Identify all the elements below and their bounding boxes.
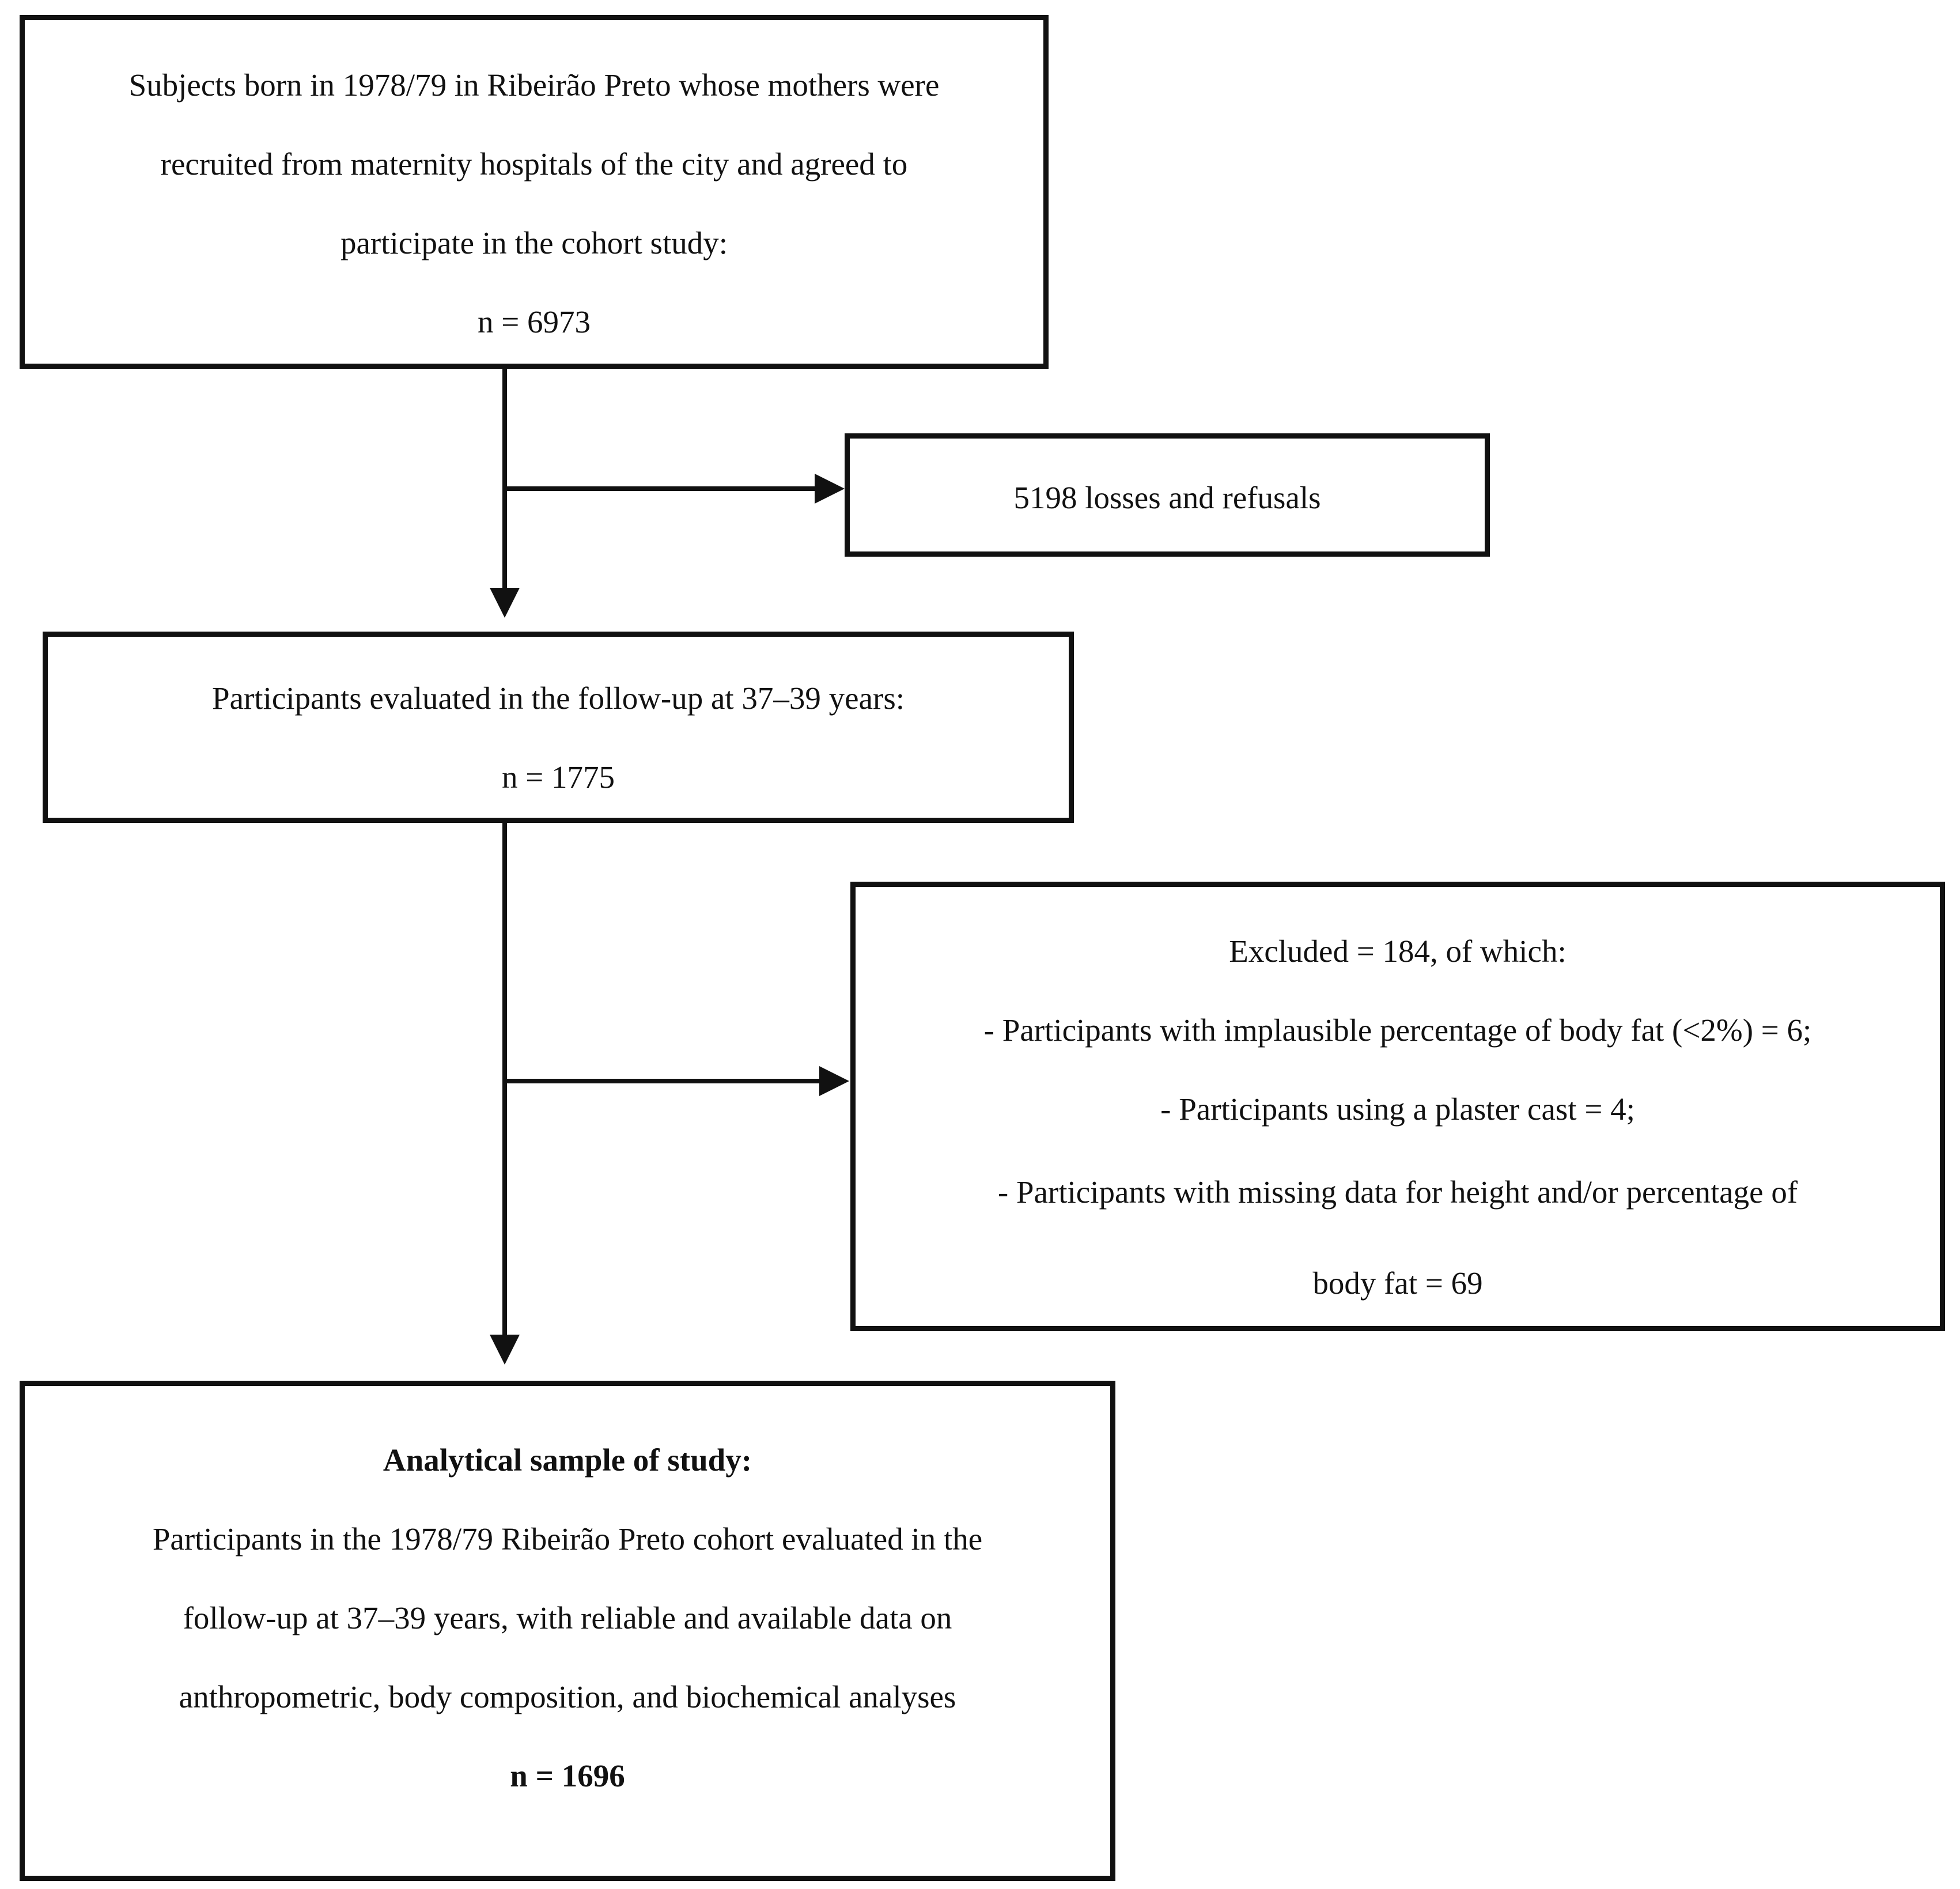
analytical-text-line-1: Participants in the 1978/79 Ribeirão Pre… xyxy=(152,1521,983,1556)
analytical-count: n = 1696 xyxy=(510,1758,625,1793)
losses-label: 5198 losses and refusals xyxy=(1013,480,1321,515)
followup-box: Participants evaluated in the follow-up … xyxy=(43,632,1074,823)
excluded-item: - Participants with missing data for hei… xyxy=(997,1174,1798,1210)
analytical-sample-box: Analytical sample of study: Participants… xyxy=(20,1381,1115,1881)
analytical-text-line-2: follow-up at 37–39 years, with reliable … xyxy=(183,1600,952,1635)
excluded-item: - Participants using a plaster cast = 4; xyxy=(1160,1091,1635,1127)
arrowhead-to-losses xyxy=(815,474,845,504)
arrowhead-to-analytical xyxy=(490,1335,520,1365)
arrowhead-to-followup xyxy=(490,588,520,618)
excluded-item: body fat = 69 xyxy=(1312,1265,1483,1301)
enrollment-box: Subjects born in 1978/79 in Ribeirão Pre… xyxy=(20,15,1049,369)
excluded-item: - Participants with implausible percenta… xyxy=(983,1012,1812,1048)
followup-text: Participants evaluated in the follow-up … xyxy=(211,681,905,716)
analytical-heading: Analytical sample of study: xyxy=(383,1442,752,1478)
losses-box: 5198 losses and refusals xyxy=(845,433,1490,557)
excluded-heading: Excluded = 184, of which: xyxy=(1229,934,1567,969)
analytical-text-line-3: anthropometric, body composition, and bi… xyxy=(179,1679,956,1714)
excluded-box: Excluded = 184, of which: - Participants… xyxy=(850,882,1945,1331)
enrollment-text-line-2: recruited from maternity hospitals of th… xyxy=(160,146,908,182)
enrollment-text-line-3: participate in the cohort study: xyxy=(340,225,728,260)
enrollment-count: n = 6973 xyxy=(477,304,591,339)
followup-count: n = 1775 xyxy=(501,760,615,795)
arrowhead-to-excluded xyxy=(819,1066,849,1096)
enrollment-text-line-1: Subjects born in 1978/79 in Ribeirão Pre… xyxy=(128,67,940,103)
